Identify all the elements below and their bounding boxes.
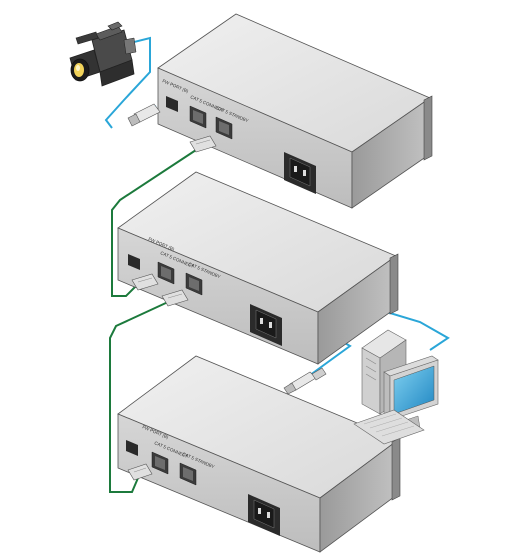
cat5-plug-middle-out	[161, 289, 189, 307]
firewire-plug-computer	[283, 367, 327, 395]
unit-middle: FW PORT (B) CAT 5 CONNECT CAT 5 STANDBY	[117, 171, 399, 365]
video-camera-icon	[69, 21, 137, 87]
unit-bottom: FW PORT (B) CAT 5 CONNECT CAT 5 STANDBY	[117, 355, 401, 553]
power-socket	[248, 494, 280, 536]
cat5-plug-top	[189, 135, 217, 153]
desktop-computer-icon	[353, 329, 439, 445]
cat5-cable-top-middle	[111, 149, 197, 297]
cat5-cable-middle-bottom	[109, 301, 169, 493]
cat5-plug-bottom	[127, 463, 153, 481]
power-socket	[284, 152, 316, 194]
cat5-plug-middle-in	[131, 273, 159, 291]
power-socket	[250, 304, 282, 346]
firewire-plug-top	[127, 103, 161, 127]
unit-top: FW PORT (B) CAT 5 CONNECT CAT 5 STANDBY	[157, 13, 433, 209]
